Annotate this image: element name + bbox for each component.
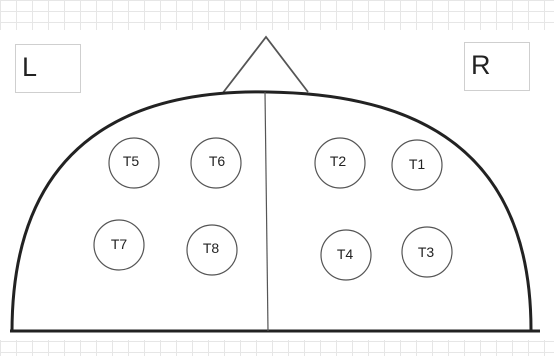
electrode-t6: T6 <box>191 138 241 188</box>
electrode-t8: T8 <box>187 225 237 275</box>
electrode-t5: T5 <box>109 138 159 188</box>
electrode-t2: T2 <box>315 138 365 188</box>
electrode-label: T1 <box>409 156 426 172</box>
electrode-label: T3 <box>418 244 435 260</box>
electrode-label: T4 <box>337 246 354 262</box>
electrode-label: T6 <box>209 153 226 169</box>
head-outline <box>12 92 531 332</box>
electrode-t3: T3 <box>402 227 452 277</box>
electrode-label: T8 <box>203 240 220 256</box>
electrode-t7: T7 <box>94 220 144 270</box>
electrode-t4: T4 <box>321 230 371 280</box>
electrode-label: T7 <box>111 236 128 252</box>
left-side-label: L <box>15 44 81 93</box>
electrode-label: T2 <box>330 153 347 169</box>
right-side-label: R <box>464 42 530 91</box>
nose-outline <box>222 37 308 94</box>
electrode-label: T5 <box>123 153 140 169</box>
electrode-t1: T1 <box>392 140 442 190</box>
